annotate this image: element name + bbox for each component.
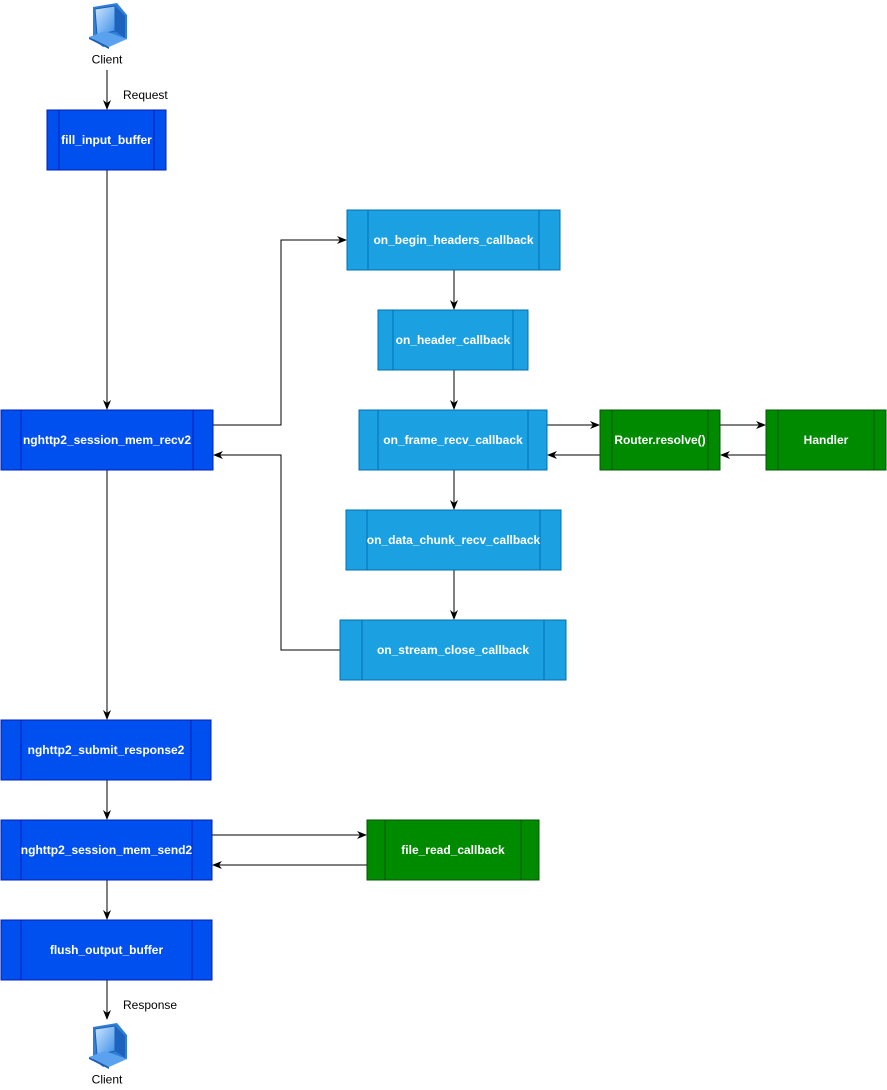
on-data-chunk-recv-callback-label: on_data_chunk_recv_callback bbox=[367, 533, 541, 547]
session-mem-recv2-label: nghttp2_session_mem_recv2 bbox=[23, 433, 191, 447]
fill-input-buffer-label: fill_input_buffer bbox=[61, 133, 152, 147]
node-session-mem-send2: nghttp2_session_mem_send2 bbox=[0, 819, 213, 881]
on-frame-recv-callback-label: on_frame_recv_callback bbox=[383, 433, 523, 447]
client-top-label: Client bbox=[92, 53, 123, 67]
edge-recv-to-begin-headers bbox=[213, 236, 347, 426]
node-on-frame-recv-callback: on_frame_recv_callback bbox=[358, 409, 548, 471]
node-flush-output-buffer: flush_output_buffer bbox=[0, 919, 213, 981]
node-router-resolve: Router.resolve() bbox=[599, 409, 721, 471]
handler-label: Handler bbox=[804, 433, 849, 447]
edges bbox=[103, 70, 766, 1020]
router-resolve-label: Router.resolve() bbox=[614, 433, 705, 447]
node-on-header-callback: on_header_callback bbox=[377, 309, 529, 371]
node-on-data-chunk-recv-callback: on_data_chunk_recv_callback bbox=[345, 509, 562, 571]
session-mem-send2-label: nghttp2_session_mem_send2 bbox=[21, 843, 193, 857]
on-header-callback-label: on_header_callback bbox=[396, 333, 511, 347]
node-submit-response2: nghttp2_submit_response2 bbox=[0, 719, 212, 781]
node-handler: Handler bbox=[765, 409, 887, 471]
file-read-callback-label: file_read_callback bbox=[401, 843, 505, 857]
request-label: Request bbox=[123, 88, 168, 102]
client-bottom-icon bbox=[89, 1023, 127, 1069]
on-stream-close-callback-label: on_stream_close_callback bbox=[377, 643, 529, 657]
node-fill-input-buffer: fill_input_buffer bbox=[46, 109, 167, 171]
client-bottom-label: Client bbox=[92, 1073, 123, 1087]
client-top-icon bbox=[89, 3, 127, 49]
node-file-read-callback: file_read_callback bbox=[366, 819, 540, 881]
node-on-begin-headers-callback: on_begin_headers_callback bbox=[346, 209, 561, 271]
submit-response2-label: nghttp2_submit_response2 bbox=[28, 743, 185, 757]
node-on-stream-close-callback: on_stream_close_callback bbox=[339, 619, 567, 681]
response-label: Response bbox=[123, 998, 177, 1012]
on-begin-headers-callback-label: on_begin_headers_callback bbox=[373, 233, 533, 247]
edge-close-to-recv bbox=[213, 451, 340, 651]
flush-output-buffer-label: flush_output_buffer bbox=[50, 943, 164, 957]
node-session-mem-recv2: nghttp2_session_mem_recv2 bbox=[0, 409, 214, 471]
